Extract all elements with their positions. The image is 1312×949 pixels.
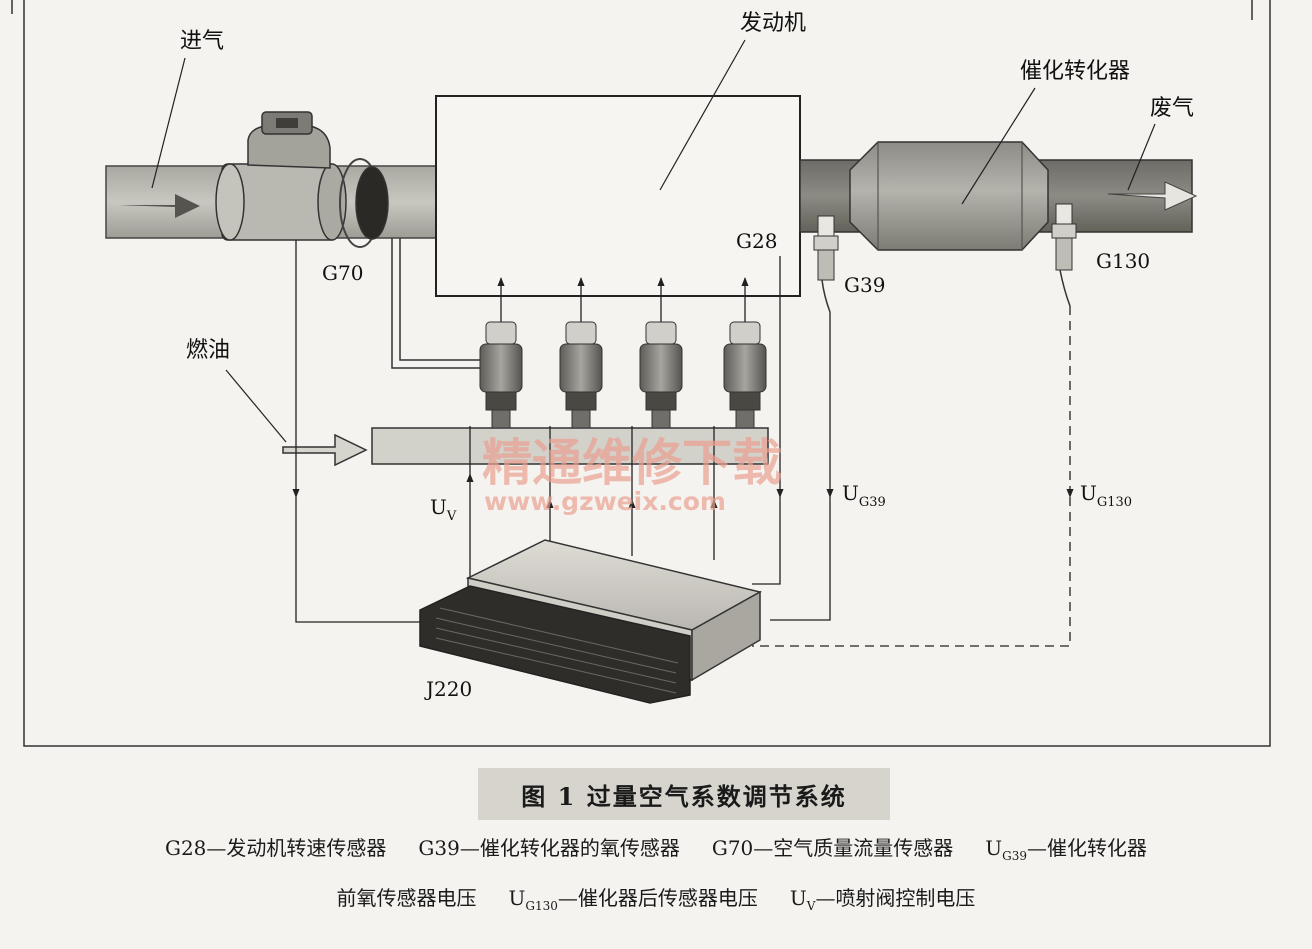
fuel-rail xyxy=(371,427,769,465)
watermark-url: www.gzweix.com xyxy=(484,487,726,516)
legend-ug39-cont: 前氧传感器电压 xyxy=(336,886,477,910)
label-j220: J220 xyxy=(424,677,472,701)
label-engine: 发动机 xyxy=(740,11,806,36)
injector-1 xyxy=(479,321,523,429)
legend-ug39: UG39—催化转化器 xyxy=(985,836,1148,863)
legend-g39: G39—催化转化器的氧传感器 xyxy=(418,836,680,860)
figure-frame xyxy=(23,0,1271,747)
engine-block xyxy=(435,95,801,297)
legend-uv: UV—喷射阀控制电压 xyxy=(789,886,976,913)
legend-line-1: G28—发动机转速传感器 G39—催化转化器的氧传感器 G70—空气质量流量传感器 U… xyxy=(0,832,1312,863)
label-intake: 进气 xyxy=(180,29,224,54)
fuel-flow-arrow xyxy=(282,433,368,467)
label-g70: G70 xyxy=(322,261,363,285)
legend-line-2: 前氧传感器电压 UG130—催化器后传感器电压 UV—喷射阀控制电压 xyxy=(0,882,1312,913)
label-g130: G130 xyxy=(1096,249,1150,273)
catalytic-converter xyxy=(849,141,1049,251)
legend-g70: G70—空气质量流量传感器 xyxy=(711,836,954,860)
watermark: 精通维修下载 www.gzweix.com xyxy=(482,433,782,516)
watermark-cn: 精通维修下载 xyxy=(482,433,782,492)
oxygen-sensor-g39 xyxy=(813,215,839,313)
label-ug39: UG39 xyxy=(842,481,886,510)
ecu-j220 xyxy=(419,539,763,704)
exhaust-flow-arrow xyxy=(1107,181,1198,211)
label-fuel: 燃油 xyxy=(186,338,230,363)
figure-caption: 图 1 过量空气系数调节系统 xyxy=(478,768,890,820)
fuel-return-line xyxy=(391,238,498,369)
oxygen-sensor-g130 xyxy=(1051,203,1077,307)
label-catalyst: 催化转化器 xyxy=(1020,59,1130,84)
injection-arrows xyxy=(497,277,749,322)
label-g28: G28 xyxy=(736,229,777,253)
air-mass-meter-g70 xyxy=(215,111,389,248)
injector-2 xyxy=(559,321,603,429)
label-g39: G39 xyxy=(844,273,885,297)
legend-g28: G28—发动机转速传感器 xyxy=(164,836,387,860)
legend-ug130: UG130—催化器后传感器电压 xyxy=(508,886,758,913)
label-exhaust: 废气 xyxy=(1150,96,1194,121)
injector-3 xyxy=(639,321,683,429)
label-uv: UV xyxy=(430,495,457,524)
intake-flow-arrow xyxy=(118,194,200,218)
injector-4 xyxy=(723,321,767,429)
label-ug130: UG130 xyxy=(1080,481,1132,510)
